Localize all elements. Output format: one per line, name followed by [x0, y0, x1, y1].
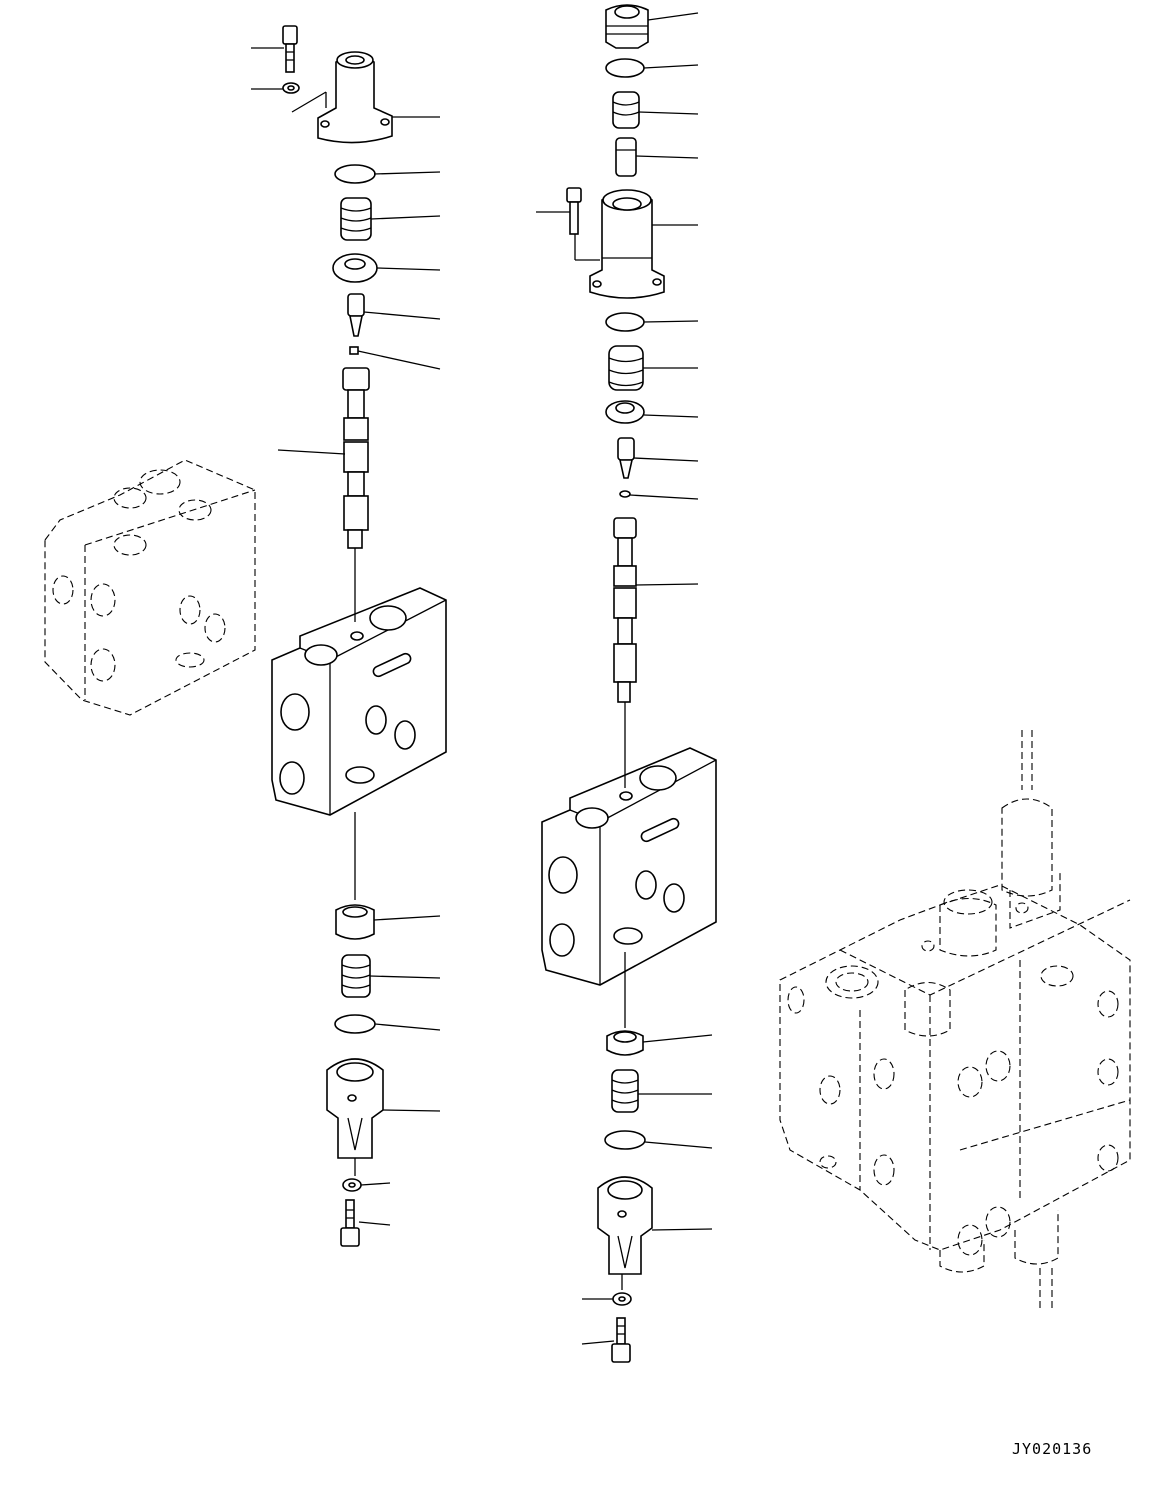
drawing-code: JY020136: [1012, 1440, 1093, 1458]
left-bottom-bolt-icon: [340, 1199, 360, 1247]
left-small-ring-icon: [349, 346, 359, 355]
right-lower-seat-icon: [606, 1030, 644, 1056]
left-valve-block: [271, 587, 447, 816]
right-callout-leaders: [536, 12, 713, 1345]
left-retainer-icon: [332, 253, 378, 283]
left-case-icon: [326, 1058, 384, 1159]
right-small-bolt-icon: [566, 187, 600, 261]
left-lower-seat-icon: [335, 904, 375, 940]
right-retainer-icon: [605, 400, 645, 424]
right-piston-icon: [615, 137, 637, 177]
right-stopper-icon: [617, 437, 635, 479]
right-housing-icon: [589, 189, 665, 299]
right-lower-assembly: [597, 702, 653, 1363]
right-bottom-washer-icon: [612, 1292, 632, 1306]
left-top-bolt-icon: [282, 25, 298, 73]
left-spring-2-icon: [341, 954, 371, 998]
left-stopper-icon: [347, 293, 365, 337]
right-bottom-bolt-icon: [611, 1317, 631, 1363]
left-lower-assembly: [326, 548, 384, 1247]
left-top-washer-icon: [282, 82, 300, 94]
left-spring-1-icon: [340, 197, 372, 241]
right-case-icon: [597, 1176, 653, 1275]
right-spring-2-icon: [608, 345, 644, 391]
right-small-ring-icon: [619, 490, 631, 498]
left-bottom-washer-icon: [342, 1178, 362, 1192]
left-spool-assembly: [282, 25, 393, 549]
left-oring-1-icon: [334, 164, 376, 184]
right-spring-1-icon: [612, 91, 640, 129]
left-oring-2-icon: [334, 1014, 376, 1034]
right-spool-assembly: [566, 4, 665, 703]
right-spring-3-icon: [611, 1069, 639, 1113]
right-spool-icon: [613, 517, 637, 703]
complete-valve-reference: [779, 730, 1131, 1308]
left-callout-leaders: [251, 47, 441, 1226]
right-oring-2-icon: [605, 312, 645, 332]
left-spool-icon: [342, 367, 370, 549]
left-flange-cover-icon: [291, 51, 393, 144]
right-oring-1-icon: [605, 58, 645, 78]
right-valve-block: [541, 747, 717, 986]
right-oring-3-icon: [604, 1130, 646, 1150]
left-reference-block: [44, 459, 256, 716]
right-plug-icon: [605, 4, 649, 49]
